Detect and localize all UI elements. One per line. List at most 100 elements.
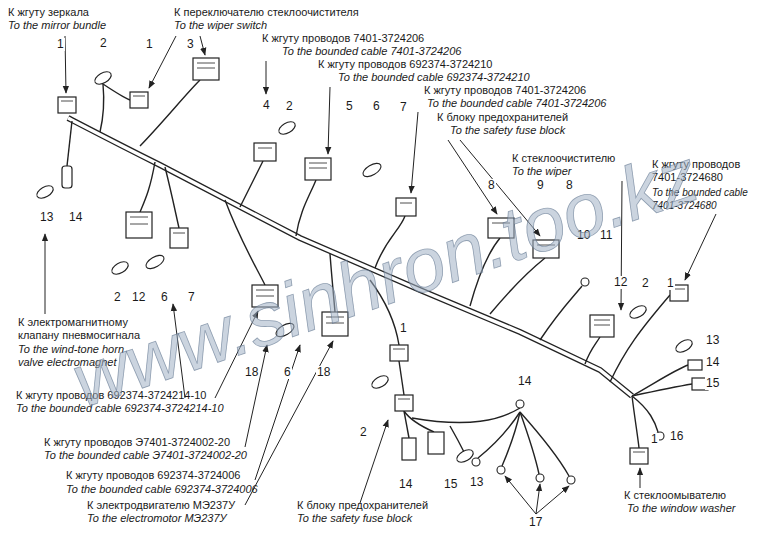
branch-wire (399, 361, 404, 395)
branch-wire (450, 426, 464, 452)
pointer-arrow (536, 484, 540, 514)
callout-number: 2 (99, 37, 108, 50)
clamp (628, 303, 649, 321)
direction-label: To the bounded cable 7401-3724680 (652, 186, 758, 212)
callout-number: 13 (705, 334, 720, 347)
callout-number: 17 (528, 516, 543, 529)
ring-terminal (516, 400, 524, 408)
callout-number: 1 (650, 433, 659, 446)
branch-wire (632, 384, 692, 396)
clamp (144, 253, 166, 272)
clamp (370, 373, 391, 391)
direction-label: К блоку предохранителей (437, 111, 568, 124)
direction-label: К электромагнитному клапану пневмосигнал… (18, 316, 158, 342)
pointer-arrow (266, 61, 267, 94)
pointer-arrow (640, 468, 641, 488)
callout-number: 2 (359, 426, 368, 439)
branch-wire (404, 411, 434, 432)
callout-number: 2 (285, 100, 294, 113)
direction-label: К жгуту проводов 7401-3724680 (652, 158, 758, 184)
branch-wire (140, 80, 200, 146)
pointer-arrow (65, 36, 66, 93)
clamp (93, 69, 114, 87)
direction-label: To the bounded cable 692374-3724006 (66, 483, 258, 496)
connector (590, 315, 614, 337)
direction-label: To the wiper (512, 165, 572, 178)
direction-label: To the bounded cable 692374-3724210 (338, 71, 530, 84)
callout-number: 14 (517, 375, 532, 388)
pointer-arrow (448, 140, 497, 214)
connector (130, 92, 148, 108)
direction-label: To the wiper switch (174, 19, 267, 32)
connector (322, 312, 348, 336)
branch-wire (632, 396, 639, 448)
callout-number: 14 (68, 211, 83, 224)
branch-wire (490, 258, 545, 314)
connector (58, 97, 76, 113)
ring-terminal (567, 476, 575, 484)
callout-number: 8 (565, 179, 574, 192)
connector (488, 218, 514, 238)
direction-label: To the safety fuse block (450, 124, 565, 137)
connector (630, 448, 648, 464)
branch-wire (520, 412, 569, 476)
ring-terminal (536, 474, 544, 482)
branch-wire (470, 238, 500, 306)
callout-number: 15 (705, 377, 720, 390)
callout-number: 1 (56, 38, 65, 51)
callout-number: 12 (613, 276, 628, 289)
callout-number: 8 (487, 179, 496, 192)
connector (305, 158, 331, 180)
callout-number: 11 (599, 229, 613, 242)
pointer-arrow (45, 234, 46, 314)
direction-label: К жгуту проводов 692374-3724210 (318, 58, 492, 71)
branch-wire (502, 412, 520, 466)
direction-label: To the bounded cable 692374-3724214-10 (16, 402, 224, 415)
connector (402, 438, 416, 460)
callout-number: 1 (399, 322, 408, 335)
branch-wire (610, 295, 670, 382)
connector (170, 228, 188, 248)
callout-number: 6 (372, 100, 381, 113)
callout-number: 16 (669, 430, 684, 443)
main-trunk (68, 118, 632, 396)
connector (390, 345, 408, 361)
direction-label: To the bounded cable 7401-3724206 (282, 45, 461, 58)
connector (126, 212, 152, 238)
direction-label: К жгуту проводов 7401-3724206 (262, 32, 424, 45)
branch-wire (165, 167, 179, 228)
direction-label: К жгуту проводов 7401-3724206 (424, 84, 586, 97)
callout-number: 1 (145, 38, 154, 51)
pointer-arrow (215, 311, 258, 398)
branch-wire (375, 216, 405, 268)
branch-wire (103, 84, 130, 100)
direction-label: To the bounded cable 7401-3724206 (427, 97, 606, 110)
direction-label: To the wind-tone horn valve electromagne… (18, 343, 146, 369)
clamp (35, 183, 56, 201)
branch-wire (100, 84, 104, 132)
direction-label: К жгуту проводов 692374-3724214-10 (16, 389, 206, 402)
branch-wire (404, 411, 409, 438)
callout-number: 13 (469, 476, 484, 489)
callout-number: 10 (576, 229, 591, 242)
direction-label: К электродвигателю МЭ237У (87, 499, 235, 512)
pointer-arrow (536, 486, 569, 514)
pointer-arrow (505, 476, 536, 514)
branch-wire (140, 162, 155, 212)
direction-label: To the electromotor МЭ237У (87, 512, 227, 525)
pointer-arrow (411, 112, 418, 193)
direction-label: К жгуту проводов 692374-3724006 (66, 469, 240, 482)
clamp (361, 161, 383, 180)
callout-number: 9 (536, 179, 545, 192)
connector (395, 395, 413, 411)
callout-number: 13 (39, 211, 54, 224)
clamp (674, 337, 695, 355)
clamp (274, 321, 296, 340)
callout-number: 1 (666, 277, 675, 290)
connector (254, 143, 276, 161)
callout-number: 2 (113, 291, 122, 304)
watermark: www.sinhron.too.kz (61, 132, 709, 424)
branch-wire (225, 200, 265, 285)
direction-label: To the window washer (627, 502, 735, 515)
pointer-arrow (173, 304, 185, 398)
